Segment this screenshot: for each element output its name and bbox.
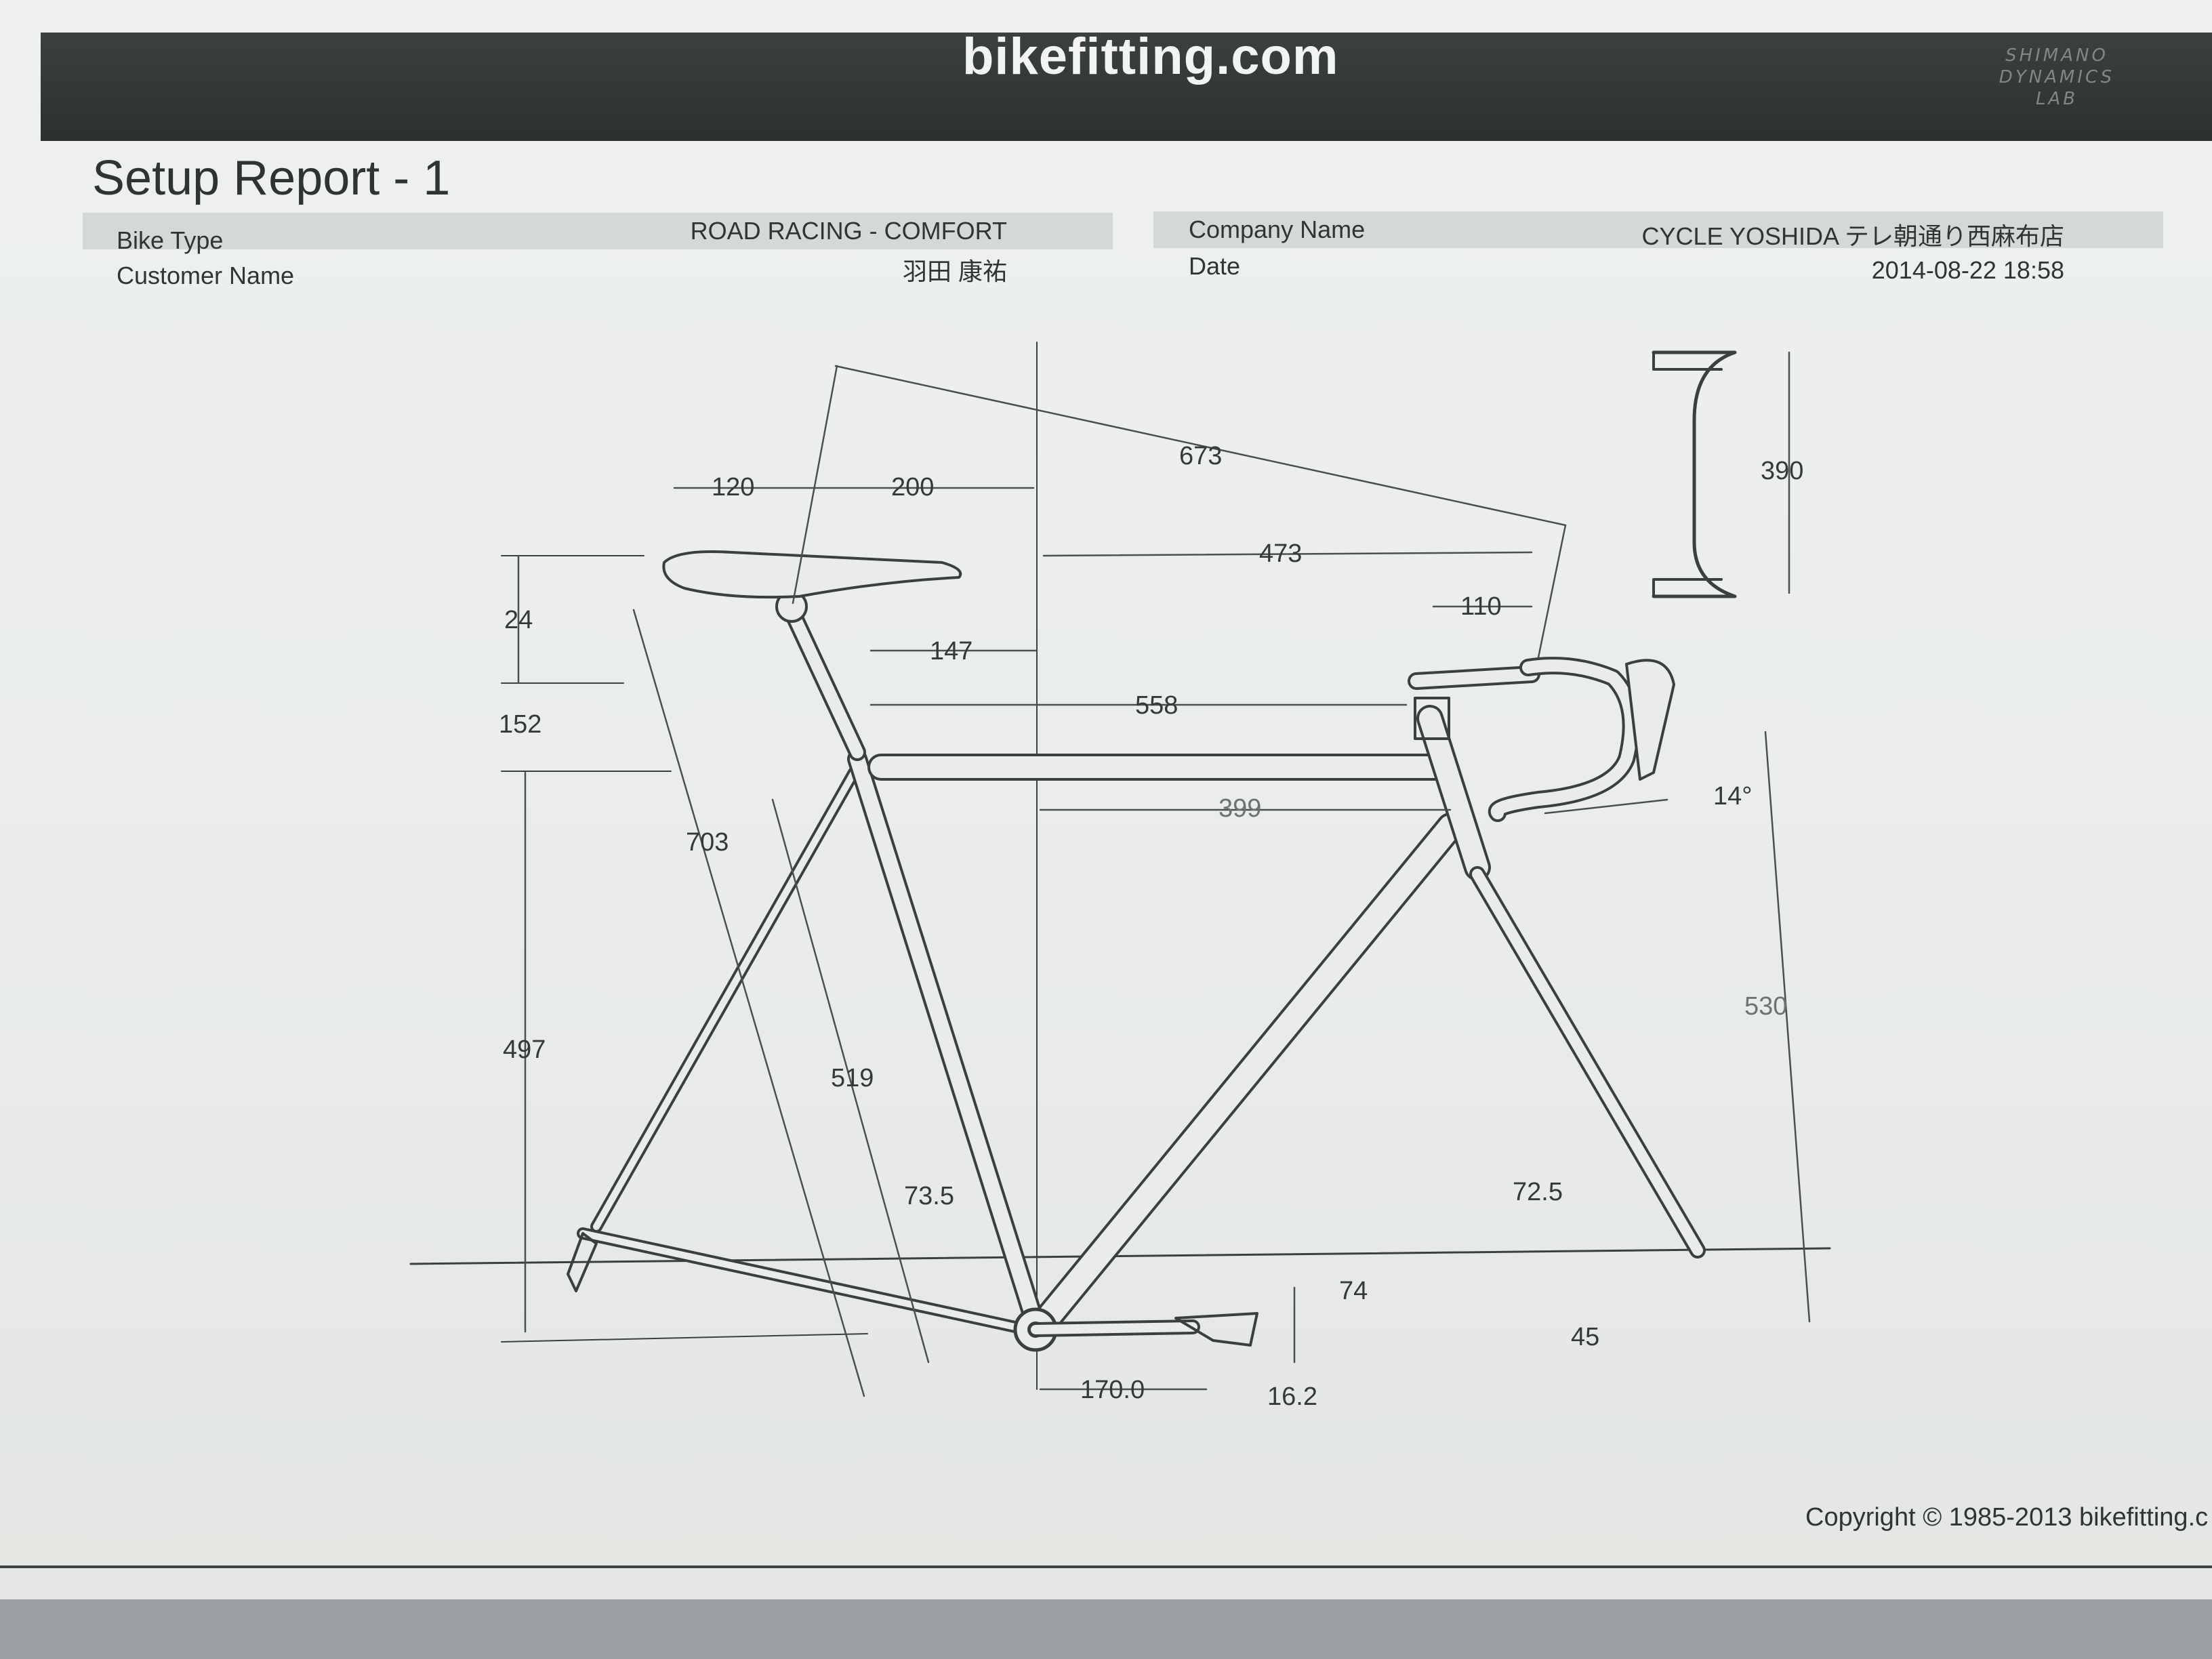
dim-cleat-offset: 16.2 [1267, 1382, 1317, 1411]
fork-fill [1472, 869, 1703, 1256]
company-name-value: CYCLE YOSHIDA テレ朝通り西麻布店 [1641, 222, 2064, 250]
dim-saddle-height-offset: 24 [504, 606, 533, 634]
dim-saddle-to-bar: 673 [1179, 442, 1223, 470]
handlebar-profile [1652, 350, 1737, 598]
brand-line: SHIMANO [2005, 45, 2108, 66]
stem-fill [1410, 668, 1538, 687]
site-logo: bikefitting.com [962, 28, 1339, 85]
header-band [41, 33, 2212, 141]
saddle [662, 550, 962, 599]
dim-seatpost-offset: 152 [499, 710, 542, 739]
dim-bar-angle: 14° [1713, 782, 1753, 811]
copyright-text: Copyright © 1985-2013 bikefitting.c [1805, 1503, 2209, 1532]
rear-dropout [567, 1232, 598, 1292]
dimension-lines [517, 351, 1811, 1397]
shimano-dynamics-lab-logo: SHIMANO DYNAMICS LAB [1972, 45, 2142, 110]
head-tube-fill [1419, 708, 1488, 878]
customer-name-value: 羽田 康祐 [902, 258, 1007, 285]
dim-seat-to-top-tube: 147 [930, 637, 973, 665]
dim-bb-to-bar: 473 [1259, 539, 1303, 568]
brand-line: DYNAMICS [1999, 67, 2115, 87]
crank-fill [1031, 1322, 1197, 1334]
dim-top-tube-length: 399 [1218, 794, 1262, 823]
date-value: 2014-08-22 18:58 [1871, 256, 2064, 284]
down-tube-fill [1039, 815, 1462, 1326]
pedal [1174, 1312, 1258, 1347]
handlebar-fill [1490, 659, 1637, 819]
dim-handlebar-drop: 390 [1761, 457, 1804, 485]
page-title: Setup Report - 1 [92, 151, 451, 205]
handlebar-profile-bottom [1652, 578, 1723, 598]
dim-fork-offset: 45 [1571, 1323, 1600, 1351]
dim-pedal-offset: 74 [1339, 1277, 1368, 1305]
bike-fit-diagram [409, 342, 1831, 1397]
ground-line [409, 1247, 1831, 1265]
dim-top-tube-effective: 558 [1135, 691, 1179, 720]
company-name-label: Company Name [1189, 216, 1366, 243]
dim-stack: 530 [1744, 992, 1788, 1021]
seatstay-fill [593, 769, 857, 1230]
dim-saddle-setback: 120 [712, 473, 755, 501]
handlebar-profile-top [1652, 351, 1723, 371]
footer-rule [0, 1565, 2212, 1568]
chainstay-fill [579, 1230, 1040, 1335]
info-band-left [83, 213, 1113, 249]
bike-type-value: ROAD RACING - COMFORT [690, 217, 1007, 245]
seatpost-fill [783, 600, 863, 758]
dim-seat-angle: 73.5 [904, 1182, 954, 1210]
brand-line: LAB [2035, 89, 2078, 109]
date-label: Date [1189, 252, 1241, 280]
seat-tube-fill [850, 752, 1041, 1326]
dim-saddle-height: 703 [686, 828, 729, 857]
info-band-right [1153, 211, 2163, 248]
dim-seat-tube-length: 519 [831, 1064, 874, 1092]
bike-type-label: Bike Type [117, 226, 224, 254]
dim-stem-length: 110 [1460, 592, 1502, 621]
dim-saddle-to-bb: 200 [891, 473, 935, 501]
dim-crank-length: 170.0 [1080, 1376, 1145, 1404]
bb-level-line [501, 1333, 868, 1343]
brake-hood [1625, 659, 1675, 781]
dim-bb-height: 497 [503, 1036, 546, 1064]
report-sheet: bikefitting.com SHIMANO DYNAMICS LAB Set… [0, 0, 2212, 1599]
dim-head-angle: 72.5 [1513, 1178, 1563, 1206]
headset-spacers [1414, 697, 1450, 740]
customer-name-label: Customer Name [117, 262, 295, 289]
